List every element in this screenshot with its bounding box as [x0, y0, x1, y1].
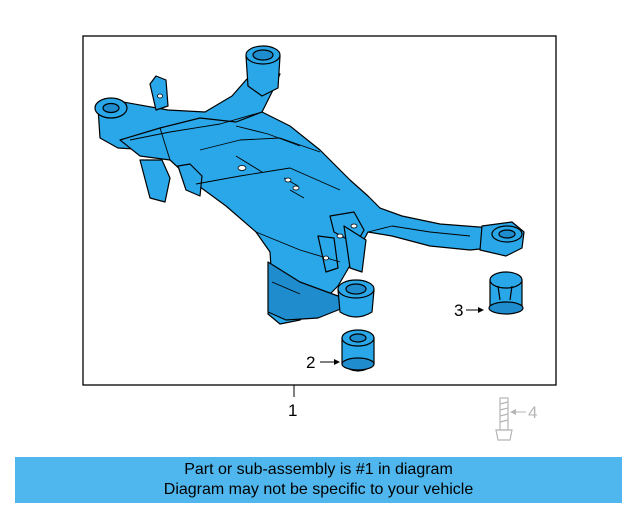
bolt-icon[interactable] [495, 397, 513, 441]
callout-3[interactable]: 3 [454, 301, 463, 320]
bushing-front[interactable] [341, 329, 375, 372]
callout-1[interactable]: 1 [288, 401, 297, 420]
bushing-rear[interactable] [488, 271, 524, 315]
callout-2[interactable]: 2 [306, 353, 315, 372]
diagram-frame-border [82, 35, 557, 386]
banner-line-1: Part or sub-assembly is #1 in diagram [184, 461, 453, 478]
banner-line-2: Diagram may not be specific to your vehi… [163, 481, 474, 498]
callout-4[interactable]: 4 [528, 403, 537, 422]
left-bracket [139, 159, 171, 203]
subframe-body [119, 111, 513, 325]
subframe-assembly[interactable] [94, 45, 525, 325]
info-banner: Part or sub-assembly is #1 in diagram Di… [15, 457, 622, 503]
